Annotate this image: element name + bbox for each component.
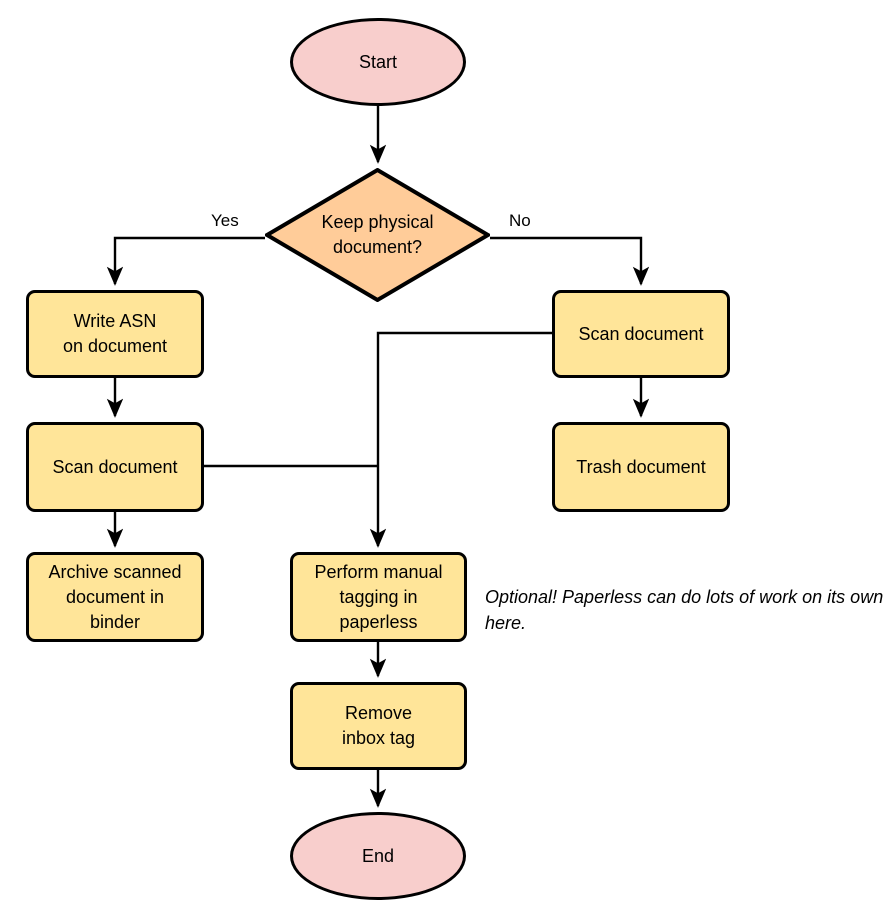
node-end-label: End bbox=[361, 845, 395, 866]
node-perform-manual-tagging[interactable]: Perform manual tagging in paperless bbox=[290, 552, 467, 642]
edge-decision-to-scan-right bbox=[490, 236, 650, 286]
edge-scan-right-to-tagging bbox=[369, 331, 552, 548]
node-remove-inbox-tag[interactable]: Remove inbox tag bbox=[290, 682, 467, 770]
node-start-label: Start bbox=[358, 51, 397, 72]
node-scan-document-left[interactable]: Scan document bbox=[26, 422, 204, 512]
node-keep-physical-document[interactable]: Keep physical document? bbox=[265, 168, 490, 302]
node-write-asn-label: Write ASN on document bbox=[62, 311, 168, 356]
node-perform-manual-tagging-label: Perform manual tagging in paperless bbox=[314, 561, 443, 632]
node-trash-document-label: Trash document bbox=[576, 456, 706, 477]
node-trash-document[interactable]: Trash document bbox=[552, 422, 730, 512]
node-archive-scanned-document[interactable]: Archive scanned document in binder bbox=[26, 552, 204, 642]
edge-label-no: No bbox=[509, 211, 531, 230]
node-write-asn[interactable]: Write ASN on document bbox=[26, 290, 204, 378]
diamond-shape bbox=[265, 168, 490, 302]
node-start[interactable]: Start bbox=[290, 18, 466, 106]
node-keep-physical-document-label: Keep physical document? bbox=[321, 212, 434, 257]
node-end[interactable]: End bbox=[290, 812, 466, 900]
node-scan-document-right[interactable]: Scan document bbox=[552, 290, 730, 378]
node-scan-document-left-label: Scan document bbox=[52, 456, 178, 477]
node-scan-document-right-label: Scan document bbox=[578, 323, 704, 344]
node-archive-scanned-document-label: Archive scanned document in binder bbox=[48, 561, 182, 632]
optional-note: Optional! Paperless can do lots of work … bbox=[485, 587, 884, 633]
edge-label-yes: Yes bbox=[211, 211, 239, 230]
edge-decision-to-write-asn bbox=[106, 236, 265, 286]
node-remove-inbox-tag-label: Remove inbox tag bbox=[341, 703, 416, 748]
